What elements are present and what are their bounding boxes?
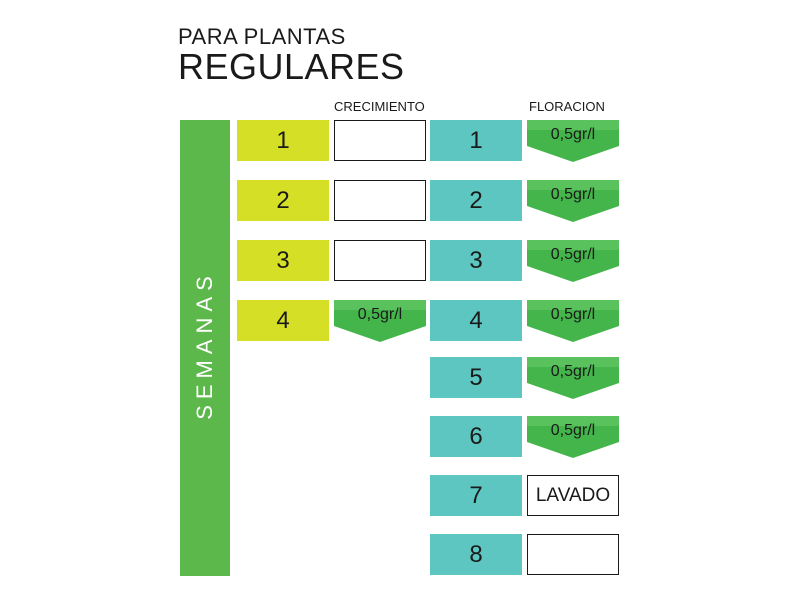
floracion-week-5: 5 <box>430 357 522 398</box>
floracion-week-7: 7 <box>430 475 522 516</box>
floracion-week-6: 6 <box>430 416 522 457</box>
title-line-1: PARA PLANTAS <box>178 24 346 49</box>
dose-arrow-shape <box>527 120 619 162</box>
floracion-dose-4: 0,5gr/l <box>527 300 619 344</box>
dose-arrow-shape <box>527 180 619 222</box>
dose-label: 0,5gr/l <box>550 246 596 263</box>
dose-arrow-shape <box>334 300 426 342</box>
weeks-bar <box>180 120 230 576</box>
crecimiento-week-3: 3 <box>237 240 329 281</box>
weeks-label: SEMANAS <box>192 270 217 420</box>
header-crecimiento: CRECIMIENTO <box>334 99 425 114</box>
floracion-dose-2: 0,5gr/l <box>527 180 619 224</box>
title-line-2: REGULARES <box>178 46 405 87</box>
crecimiento-dose-1 <box>334 120 426 161</box>
dose-arrow-shape <box>527 357 619 399</box>
floracion-dose-3: 0,5gr/l <box>527 240 619 284</box>
floracion-week-4: 4 <box>430 300 522 341</box>
crecimiento-dose-3 <box>334 240 426 281</box>
dose-label: 0,5gr/l <box>550 422 596 439</box>
floracion-week-8: 8 <box>430 534 522 575</box>
crecimiento-week-2: 2 <box>237 180 329 221</box>
crecimiento-week-4: 4 <box>237 300 329 341</box>
header-floracion: FLORACION <box>529 99 605 114</box>
dose-arrow-shape <box>527 240 619 282</box>
dose-label: 0,5gr/l <box>550 306 596 323</box>
crecimiento-dose-2 <box>334 180 426 221</box>
crecimiento-dose-4: 0,5gr/l <box>334 300 426 344</box>
floracion-dose-6: 0,5gr/l <box>527 416 619 460</box>
floracion-dose-8 <box>527 534 619 575</box>
floracion-week-2: 2 <box>430 180 522 221</box>
dose-label: 0,5gr/l <box>357 306 403 323</box>
dose-arrow-shape <box>527 416 619 458</box>
dose-label: 0,5gr/l <box>550 126 596 143</box>
dose-label: 0,5gr/l <box>550 186 596 203</box>
floracion-week-3: 3 <box>430 240 522 281</box>
dose-arrow-shape <box>527 300 619 342</box>
floracion-dose-1: 0,5gr/l <box>527 120 619 164</box>
floracion-dose-7-lavado: LAVADO <box>527 475 619 516</box>
floracion-dose-5: 0,5gr/l <box>527 357 619 401</box>
floracion-week-1: 1 <box>430 120 522 161</box>
dose-label: 0,5gr/l <box>550 363 596 380</box>
crecimiento-week-1: 1 <box>237 120 329 161</box>
